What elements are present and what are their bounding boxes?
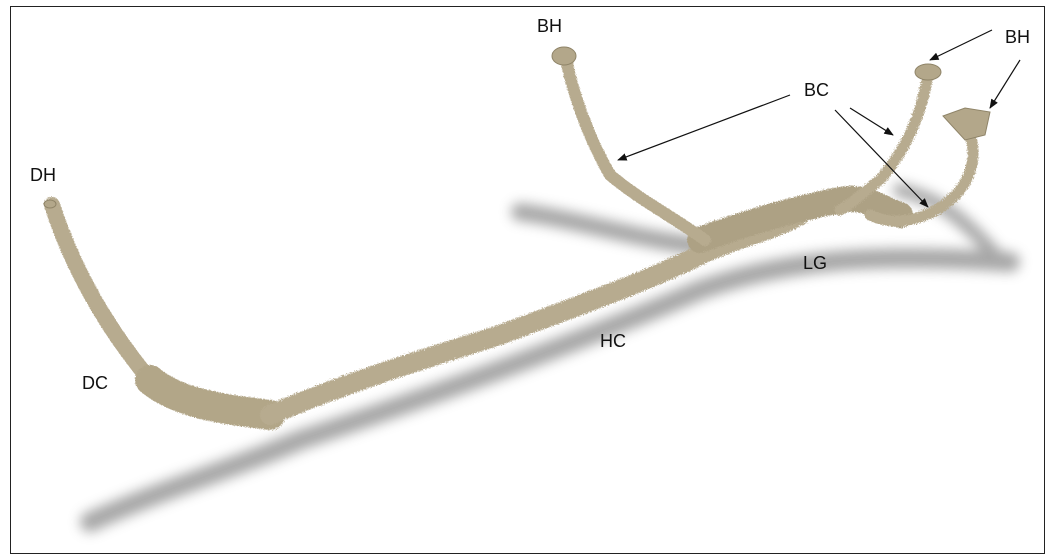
arrow-bc-to-right-upper xyxy=(850,108,893,135)
arrow-bh-to-right-lower xyxy=(990,60,1020,108)
burrow-head-right-lower xyxy=(943,108,990,140)
label-lg: LG xyxy=(803,254,827,272)
label-hc: HC xyxy=(600,332,626,350)
arrow-bc-to-left-branch xyxy=(618,95,790,160)
label-dc: DC xyxy=(82,374,108,392)
label-bc: BC xyxy=(804,81,829,99)
arrow-bh-to-right-upper xyxy=(930,30,992,60)
label-bh-left: BH xyxy=(537,17,562,35)
label-bh-right: BH xyxy=(1005,28,1030,46)
branch-corridor-left xyxy=(566,60,705,240)
label-dh: DH xyxy=(30,166,56,184)
descending-shaft xyxy=(52,205,150,380)
descending-chamber xyxy=(150,380,270,415)
dh-tip xyxy=(44,200,56,208)
cast-shadow xyxy=(90,190,1010,522)
burrow-head-left xyxy=(552,47,576,65)
burrow-head-right-upper xyxy=(915,64,941,80)
burrow-heads xyxy=(44,47,990,208)
